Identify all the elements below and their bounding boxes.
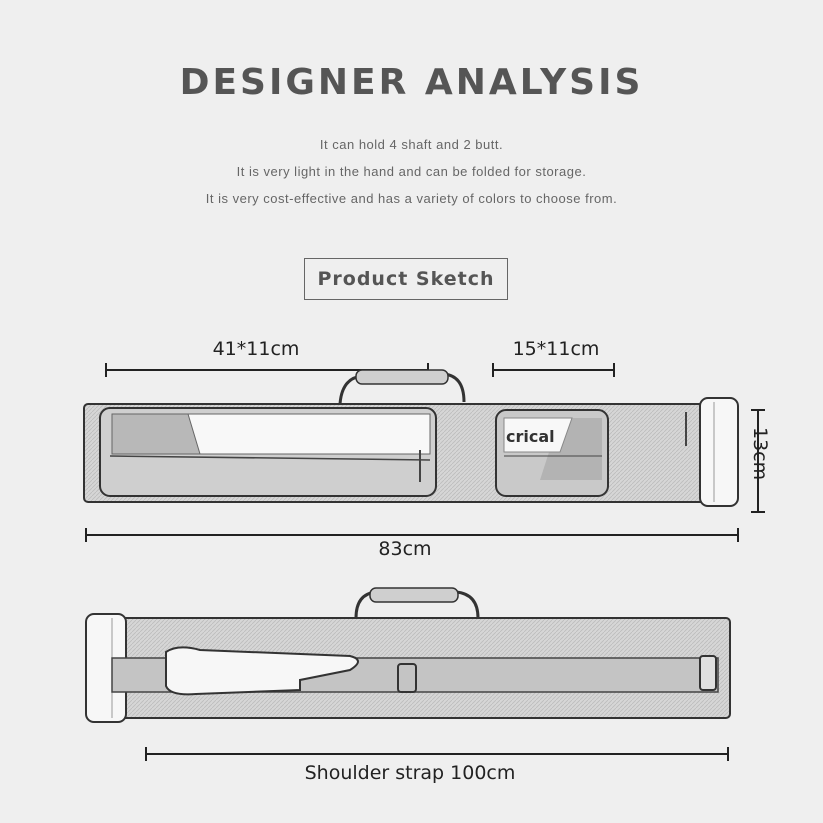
large-pocket-dimension: 41*11cm	[212, 338, 300, 360]
small-pocket-dimension: 15*11cm	[512, 338, 600, 360]
height-dimension-line	[751, 409, 765, 513]
description-line-1: It can hold 4 shaft and 2 butt.	[319, 137, 504, 152]
description-line-2: It is very light in the hand and can be …	[236, 164, 587, 179]
description-line-3: It is very cost-effective and has a vari…	[205, 191, 618, 206]
small-pocket-dimension-line	[492, 363, 615, 377]
length-dimension: 83cm	[378, 538, 432, 560]
page-title: DESIGNER ANALYSIS	[179, 62, 644, 103]
brand-logo: crical	[506, 427, 555, 446]
strap-dimension: Shoulder strap 100cm	[304, 762, 516, 784]
product-sketch-label: Product Sketch	[304, 258, 508, 300]
length-dimension-line	[85, 528, 739, 542]
case-back-view	[85, 587, 731, 723]
strap-dimension-line	[145, 747, 729, 761]
case-front-view: crical	[83, 369, 739, 507]
